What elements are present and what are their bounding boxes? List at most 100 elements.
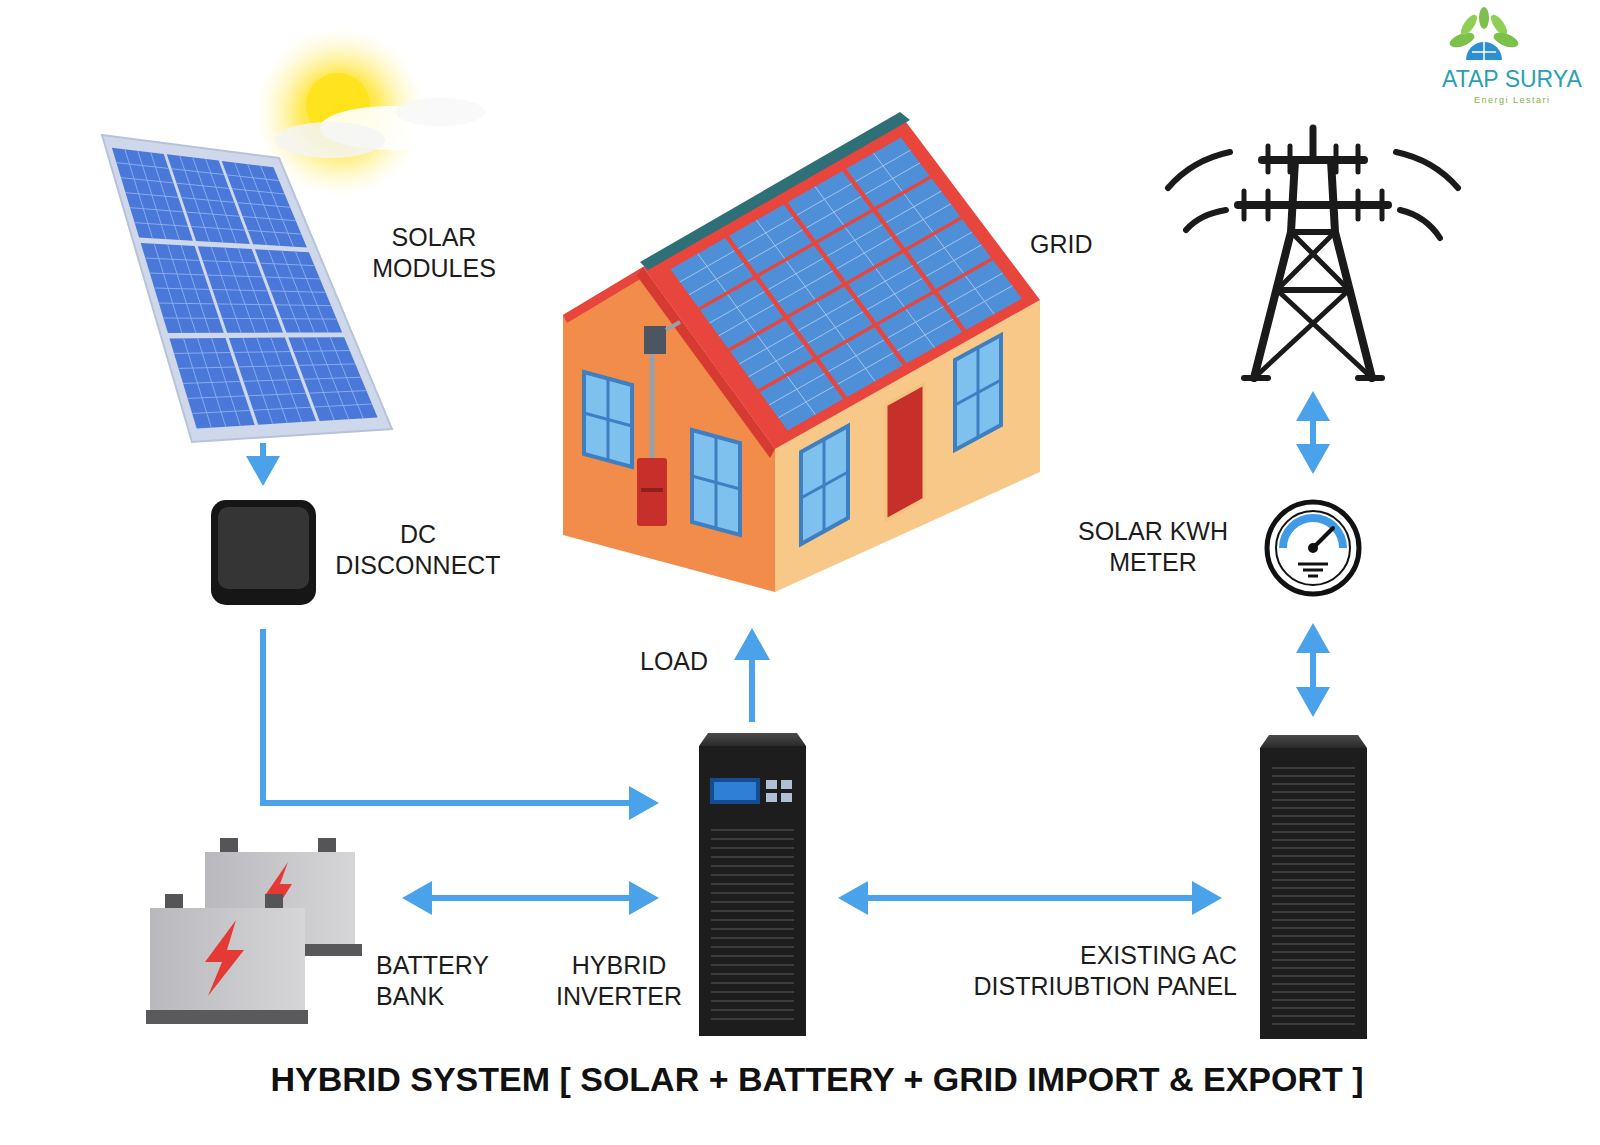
vent-slot [711,829,794,831]
arrow-head [838,881,868,915]
vent-slot [711,982,794,984]
vent-slot [1272,791,1355,793]
cell-line [957,286,1013,317]
node-label: GRID [1030,229,1120,260]
vent-slot [1272,911,1355,913]
vent-slot [1272,951,1355,953]
cell-line [253,407,311,410]
cell-line [248,230,301,234]
arrow-line [260,443,266,458]
logo-icon [1448,7,1521,60]
logo-name: ATAP SURYA [1442,66,1582,93]
vent-slot [1272,879,1355,881]
vent-slot [711,901,794,903]
cell-line [121,178,173,183]
cell-line [237,203,290,208]
cell-line [865,163,920,194]
cell-line [787,261,815,299]
cell-line [828,340,883,371]
load-label: LOAD [640,647,708,676]
flow-arrow [402,881,659,915]
cell-line [897,319,953,350]
arrow-head [1296,687,1330,717]
vent-slot [1272,839,1355,841]
vent-slot [1272,815,1355,817]
vent-slot [1272,903,1355,905]
diagram-title: HYBRID SYSTEM [ SOLAR + BATTERY + GRID I… [17,1060,1600,1099]
arrow-line [1310,419,1316,446]
cell-line [243,217,296,221]
vent-slot [1272,959,1355,961]
cell-line [906,309,934,347]
cell-line [748,230,803,261]
cell-line [192,410,250,413]
cell-line [876,269,904,307]
cell-line [271,291,326,292]
cell-line [154,288,209,289]
solar-modules: SOLAR MODULES [100,135,392,441]
kwh-meter-icon [1267,502,1359,594]
vent-slot [1272,991,1355,993]
cell-line [926,245,981,276]
battery-icon [146,838,362,1024]
cell-line [904,194,933,232]
cell-line [935,235,964,273]
hybrid-inverter: HYBRID INVERTER [699,733,806,1036]
cell-line [787,377,815,415]
node-label: DC DISCONNECT [323,519,513,581]
cell-line [756,220,784,258]
vent-slot [711,919,794,921]
arrow-line [866,895,1194,901]
vent-slot [1272,887,1355,889]
vent-slot [1272,935,1355,937]
cell-line [239,365,296,366]
vent-slot [711,892,794,894]
arrow-line [1310,651,1316,689]
cell-line [680,251,735,282]
panel-cell [938,260,1022,330]
cell-line [222,318,278,319]
cell-line [896,204,951,235]
arrow-head [1296,623,1330,653]
cell-line [314,404,372,407]
cell-line [768,258,823,289]
logo-tagline: Energi Lestari [1474,95,1551,105]
node-label: BATTERY BANK [376,950,516,1012]
vent-slot [711,874,794,876]
cell-line [145,258,199,260]
cell-line [858,266,913,297]
vent-slot [711,973,794,975]
cell-line [886,191,941,222]
ac-distribution-panel: EXISTING AC DISTRIUBTION PANEL [1260,735,1367,1039]
arrow-head [246,456,280,486]
cell-line [698,254,726,292]
arrow-head [629,881,659,915]
vent-slot [1272,831,1355,833]
hybrid-inverter-icon [699,733,806,1036]
vent-slot [1272,983,1355,985]
cell-line [116,163,168,169]
cell-line [181,198,234,203]
flow-arrow [1296,623,1330,717]
panel-cell [255,249,342,332]
cell-line [798,299,853,330]
cell-line [778,271,833,302]
arrow-head [629,786,659,820]
vent-slot [711,937,794,939]
vent-slot [1272,855,1355,857]
grid-tower [1168,128,1458,378]
vent-slot [711,838,794,840]
cell-line [815,187,843,225]
cell-line [217,303,272,305]
arrow-head [1296,444,1330,474]
cell-line [856,150,911,181]
arrow-line [430,895,631,901]
cell-line [248,393,305,395]
cell-line [276,304,331,306]
cell-line [728,295,756,333]
cell-line [174,352,230,354]
cell-line [130,208,183,212]
vent-slot [711,847,794,849]
arrow-head [402,881,432,915]
